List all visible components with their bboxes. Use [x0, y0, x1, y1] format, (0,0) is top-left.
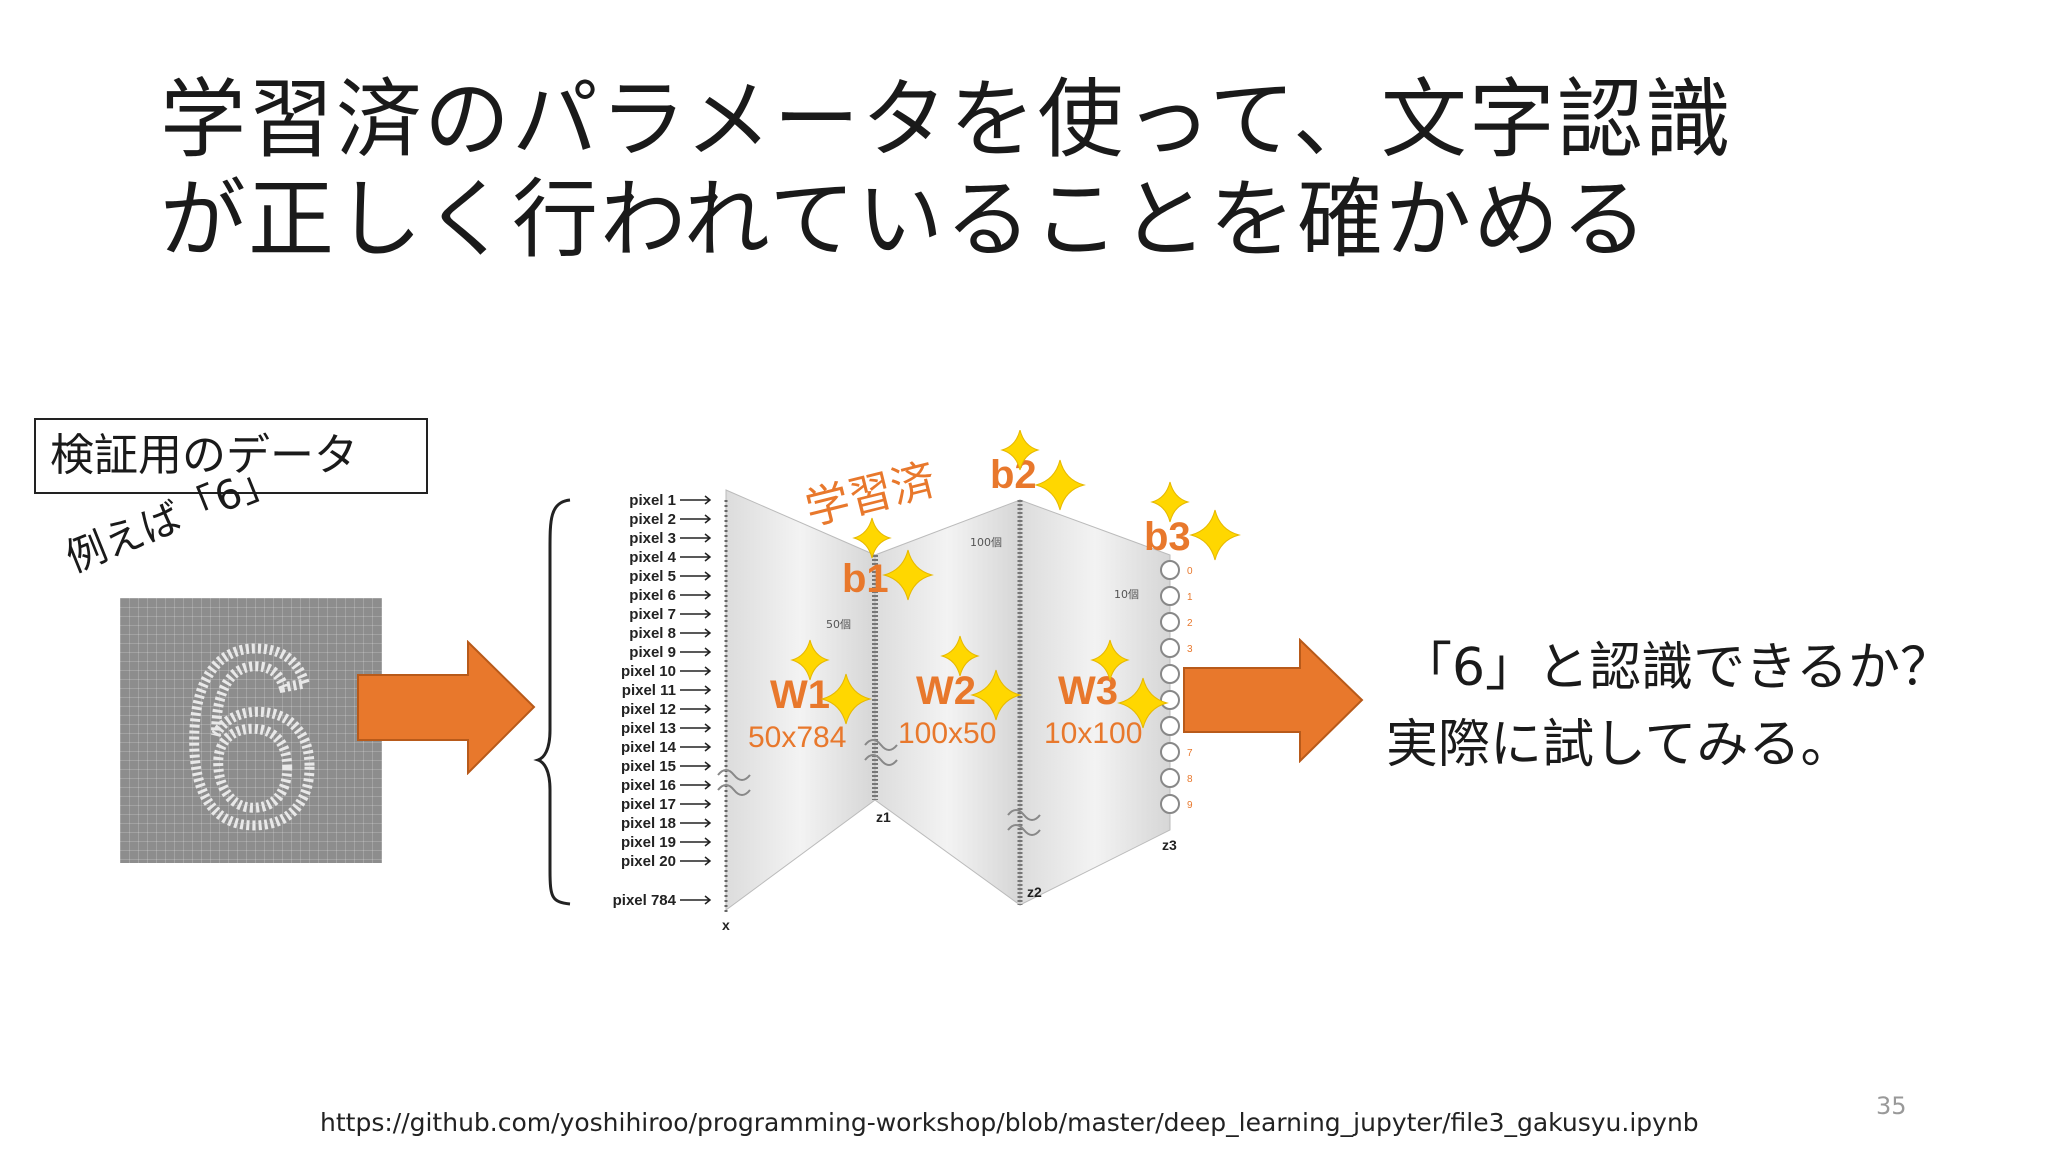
weight-shape-w1: 50x784 [748, 721, 846, 754]
layer-label-x: x [722, 917, 730, 933]
pixel-label: pixel 18 [621, 815, 676, 832]
bias-label-b1: b1 [842, 557, 889, 601]
question-line-2: 実際に試してみる。 [1386, 715, 1853, 775]
layer-label-z1: z1 [876, 809, 891, 825]
output-index: 4 [1187, 670, 1193, 681]
pixel-label: pixel 3 [629, 530, 676, 547]
mnist-digit-image: 6 [120, 598, 382, 863]
pixel-label: pixel 17 [621, 796, 676, 813]
sparkle-icon [970, 669, 1022, 721]
unit-count-label: 50個 [826, 618, 851, 631]
output-nodes [1160, 560, 1180, 814]
validation-data-label: 検証用のデータ [34, 418, 428, 494]
pixel-label: pixel 12 [621, 701, 676, 718]
slide-title-line-2: が正しく行われていることを確かめる [160, 170, 1650, 270]
pixel-label: pixel 8 [629, 625, 676, 642]
page-number: 35 [1876, 1092, 1907, 1120]
output-index: 2 [1187, 618, 1193, 629]
pixel-label: pixel 1 [629, 492, 676, 509]
sparkle-icon [1117, 677, 1169, 729]
pixel-label: pixel 13 [621, 720, 676, 737]
output-arrow-icon [1183, 638, 1364, 763]
sparkle-icon [940, 635, 980, 677]
wave-icon [717, 769, 751, 796]
unit-count-label: 10個 [1114, 588, 1139, 601]
pixel-label: pixel 20 [621, 853, 676, 870]
pixel-label: pixel 11 [622, 682, 676, 699]
pixel-label: pixel 4 [629, 549, 676, 566]
pixel-arrows [680, 495, 712, 905]
source-url[interactable]: https://github.com/yoshihiroo/programmin… [320, 1108, 1699, 1137]
output-index: 9 [1187, 800, 1193, 811]
sparkle-icon [790, 639, 830, 681]
pixel-label: pixel 9 [629, 644, 676, 661]
layer-label-z3: z3 [1162, 837, 1177, 853]
slide-title-line-1: 学習済のパラメータを使って、文字認識 [160, 70, 1733, 170]
weight-label-w1: W1 [770, 673, 830, 717]
sparkle-icon [852, 517, 892, 559]
bias-label-b2: b2 [990, 453, 1037, 497]
sparkle-icon [1150, 481, 1190, 523]
output-index: 3 [1187, 644, 1193, 655]
digit-glyph: 6 [181, 598, 320, 863]
weight-label-w2: W2 [916, 669, 976, 713]
sparkle-icon [1189, 509, 1241, 561]
pixel-label: pixel 16 [621, 777, 676, 794]
pixel-label: pixel 6 [629, 587, 676, 604]
weight-shape-w2: 100x50 [898, 717, 996, 750]
neural-network-diagram: pixel 1 pixel 2 pixel 3 pixel 4 pixel 5 … [533, 430, 1241, 933]
output-index: 7 [1187, 748, 1193, 759]
pixel-label-last: pixel 784 [613, 892, 677, 909]
input-brace [533, 498, 571, 906]
sparkle-icon [820, 673, 872, 725]
unit-count-label: 100個 [970, 536, 1002, 549]
weight-shape-w3: 10x100 [1044, 717, 1142, 750]
wave-icon [1007, 809, 1041, 836]
output-index: 0 [1187, 566, 1193, 577]
pixel-label: pixel 10 [621, 663, 676, 680]
sparkle-icon [1090, 639, 1130, 681]
pixel-label: pixel 7 [629, 606, 676, 623]
layer-label-z2: z2 [1027, 884, 1042, 900]
output-index: 6 [1187, 722, 1193, 733]
output-index: 1 [1187, 592, 1193, 603]
output-index: 5 [1187, 696, 1193, 707]
pixel-label: pixel 5 [629, 568, 676, 585]
sparkle-icon [1000, 430, 1040, 471]
pixel-label: pixel 14 [621, 739, 677, 756]
pixel-label: pixel 15 [621, 758, 676, 775]
input-arrow-icon [357, 640, 536, 775]
pixel-label: pixel 2 [629, 511, 676, 528]
sparkle-icon [1034, 459, 1086, 511]
weight-label-w3: W3 [1058, 669, 1118, 713]
sparkle-icon [882, 549, 934, 601]
wave-icon [864, 739, 898, 766]
bias-label-b3: b3 [1144, 515, 1191, 559]
output-index: 8 [1187, 774, 1193, 785]
pixel-label: pixel 19 [621, 834, 676, 851]
question-line-1: 「6」と認識できるか？ [1400, 638, 1953, 698]
